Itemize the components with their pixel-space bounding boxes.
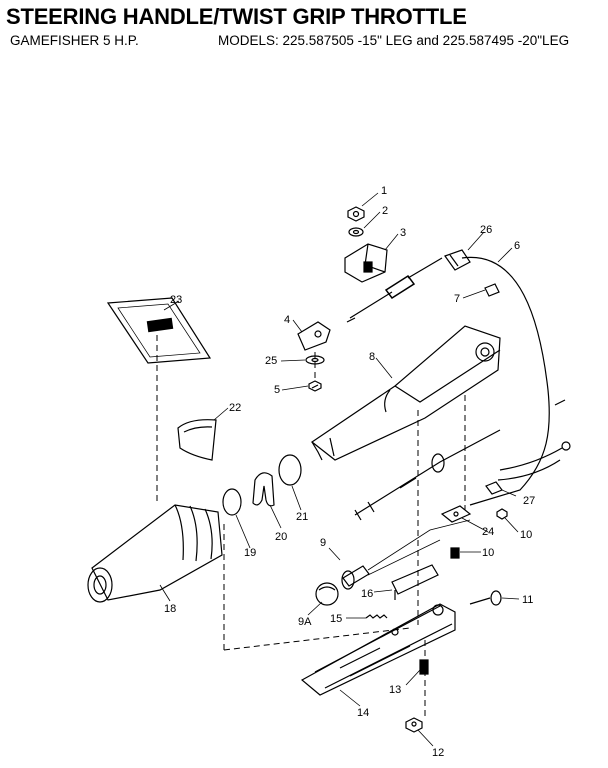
throttle-shaft (354, 429, 501, 521)
throttle-cable-end (346, 257, 443, 323)
label-10a: 10 (520, 529, 532, 541)
part-6-cable (461, 256, 571, 506)
label-1: 1 (381, 185, 387, 197)
label-22: 22 (229, 402, 241, 414)
part-26-grommet (444, 249, 471, 271)
label-6: 6 (514, 240, 520, 252)
part-4-bracket (297, 321, 331, 351)
part-3-bracket (344, 243, 388, 283)
label-23: 23 (170, 294, 182, 306)
part-19-oring (222, 488, 242, 516)
label-9a: 9A (298, 616, 312, 628)
part-16-link (391, 564, 439, 600)
part-12-nut (405, 717, 423, 733)
label-16: 16 (361, 588, 373, 600)
label-15: 15 (330, 613, 342, 625)
part-14-throttle-housing (300, 603, 456, 696)
part-labels: 1 2 3 26 6 7 23 4 25 8 5 22 27 21 24 10 … (164, 185, 535, 759)
label-25: 25 (265, 355, 277, 367)
label-2: 2 (382, 205, 388, 217)
part-23-decal (106, 297, 212, 364)
product-name: GAMEFISHER 5 H.P. (10, 33, 139, 48)
label-5: 5 (274, 384, 280, 396)
label-24: 24 (482, 526, 494, 538)
part-22-sleeve (177, 419, 217, 461)
assembly-guide-lines (156, 335, 466, 720)
label-10b: 10 (482, 547, 494, 559)
part-27-clip (485, 481, 503, 495)
label-14: 14 (357, 707, 369, 719)
part-21-oring (278, 454, 302, 486)
part-9-switch (341, 519, 471, 590)
part-5-screw (308, 380, 322, 392)
label-11: 11 (522, 594, 533, 606)
label-7: 7 (454, 293, 460, 305)
part-1-nut (347, 206, 365, 222)
models-line: MODELS: 225.587505 -15" LEG and 225.5874… (218, 33, 570, 48)
part-9a-knob (315, 582, 339, 606)
part-10-screw-a (496, 508, 508, 520)
label-8: 8 (369, 351, 375, 363)
part-13-screw (419, 659, 429, 675)
part-8-tiller-arm (310, 325, 501, 461)
label-18: 18 (164, 603, 176, 615)
part-15-spring (365, 614, 388, 619)
label-20: 20 (275, 531, 287, 543)
part-7-clip (484, 283, 500, 297)
label-3: 3 (400, 227, 406, 239)
part-10-screw-b (450, 547, 460, 559)
label-21: 21 (296, 511, 308, 523)
part-18-twist-grip (87, 504, 223, 603)
part-11-screw (469, 590, 502, 606)
part-25-washer (305, 355, 325, 365)
part-2-washer (348, 227, 364, 237)
label-19: 19 (244, 547, 256, 559)
label-13: 13 (389, 684, 401, 696)
label-27: 27 (523, 495, 535, 507)
page-title: STEERING HANDLE/TWIST GRIP THROTTLE (6, 4, 467, 29)
label-9: 9 (320, 537, 326, 549)
leader-lines (159, 192, 520, 747)
part-24-bracket (440, 505, 472, 523)
label-12: 12 (432, 747, 444, 759)
label-26: 26 (480, 224, 492, 236)
label-4: 4 (284, 314, 290, 326)
part-20-clip (252, 472, 275, 507)
